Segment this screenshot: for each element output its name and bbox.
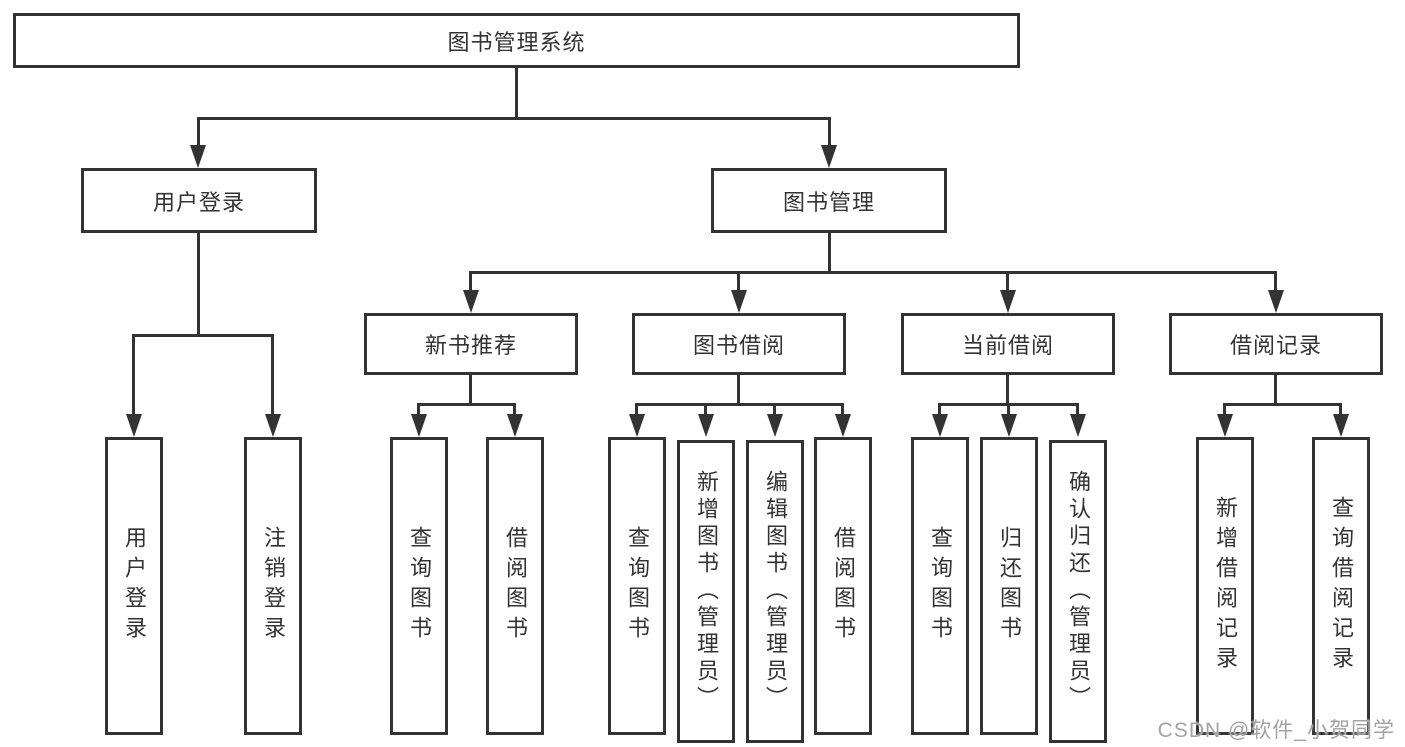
node-current-borrowing: 当前借阅	[901, 313, 1115, 375]
node-label: 当前借阅	[961, 333, 1054, 358]
arrowhead-down-icon	[507, 414, 523, 437]
connector-line	[417, 403, 420, 415]
connector-line	[271, 334, 274, 415]
connector-line	[773, 403, 776, 415]
csdn-watermark: CSDN @软件_小贺同学	[1157, 719, 1395, 742]
connector-line	[515, 68, 518, 120]
connector-line	[841, 403, 844, 415]
node-query-books-3: 查询图书	[911, 437, 969, 735]
node-label: 借阅图书	[503, 526, 528, 646]
node-logout: 注销登录	[244, 437, 302, 735]
node-edit-books-admin: 编辑图书（管理员）	[746, 440, 804, 743]
arrowhead-down-icon	[629, 414, 645, 437]
arrowhead-down-icon	[126, 414, 142, 437]
connector-line	[828, 233, 831, 274]
connector-line	[938, 403, 941, 415]
node-label: 查询图书	[625, 526, 650, 646]
node-borrow-books-1: 借阅图书	[486, 437, 544, 735]
arrowhead-down-icon	[1001, 414, 1017, 437]
arrowhead-down-icon	[265, 414, 281, 437]
node-book-management: 图书管理	[711, 168, 947, 233]
node-add-borrow-record: 新增借阅记录	[1196, 437, 1254, 735]
node-user-login: 用户登录	[105, 437, 163, 735]
connector-line	[1223, 403, 1342, 406]
connector-line	[1006, 375, 1009, 406]
arrowhead-down-icon	[698, 414, 714, 437]
node-label: 用户登录	[122, 526, 147, 646]
arrowhead-down-icon	[1333, 414, 1349, 437]
connector-line	[197, 117, 831, 120]
node-user-login-group: 用户登录	[81, 168, 317, 233]
arrowhead-down-icon	[835, 414, 851, 437]
connector-line	[469, 375, 472, 406]
node-query-borrow-record: 查询借阅记录	[1312, 437, 1370, 735]
connector-line	[828, 117, 831, 145]
node-label: 确认归还（管理员）	[1066, 470, 1091, 713]
node-label: 注销登录	[261, 526, 286, 646]
connector-line	[417, 403, 516, 406]
node-return-books: 归还图书	[980, 437, 1038, 735]
node-label: 图书管理	[782, 189, 875, 215]
connector-line	[132, 334, 274, 337]
arrowhead-down-icon	[1268, 290, 1284, 313]
connector-line	[737, 375, 740, 406]
arrowhead-down-icon	[932, 414, 948, 437]
node-label: 新增图书（管理员）	[694, 470, 719, 713]
node-label: 图书管理系统	[447, 29, 586, 55]
node-book-borrowing: 图书借阅	[632, 313, 846, 375]
node-label: 新书推荐	[424, 333, 517, 358]
connector-line	[1076, 403, 1079, 415]
node-label: 归还图书	[997, 526, 1022, 646]
arrowhead-down-icon	[1070, 414, 1086, 437]
connector-line	[1007, 403, 1010, 415]
connector-line	[1339, 403, 1342, 415]
arrowhead-down-icon	[731, 290, 747, 313]
connector-line	[1006, 271, 1009, 291]
arrowhead-down-icon	[1000, 290, 1016, 313]
arrowhead-down-icon	[821, 145, 837, 168]
node-library-management-system: 图书管理系统	[13, 13, 1020, 68]
connector-line	[737, 271, 740, 291]
node-label: 用户登录	[152, 189, 245, 215]
node-borrow-books-2: 借阅图书	[814, 437, 872, 735]
node-borrowing-records: 借阅记录	[1169, 313, 1383, 375]
connector-line	[704, 403, 707, 415]
connector-line	[1274, 375, 1277, 406]
arrowhead-down-icon	[411, 414, 427, 437]
node-label: 新增借阅记录	[1213, 496, 1238, 676]
connector-line	[197, 117, 200, 145]
node-label: 查询图书	[928, 526, 953, 646]
arrowhead-down-icon	[1217, 414, 1233, 437]
connector-line	[513, 403, 516, 415]
node-confirm-return-admin: 确认归还（管理员）	[1049, 440, 1107, 743]
connector-line	[635, 403, 844, 406]
connector-line	[469, 271, 1277, 274]
arrowhead-down-icon	[463, 290, 479, 313]
arrowhead-down-icon	[767, 414, 783, 437]
connector-line	[1274, 271, 1277, 291]
node-label: 图书借阅	[692, 333, 785, 358]
node-label: 借阅记录	[1229, 333, 1322, 358]
connector-line	[197, 233, 200, 337]
node-query-books-2: 查询图书	[608, 437, 666, 735]
node-label: 编辑图书（管理员）	[763, 470, 788, 713]
connector-line	[132, 334, 135, 415]
node-label: 查询图书	[407, 526, 432, 646]
node-label: 借阅图书	[831, 526, 856, 646]
arrowhead-down-icon	[190, 145, 206, 168]
connector-line	[1223, 403, 1226, 415]
connector-line	[635, 403, 638, 415]
node-new-book-recommend: 新书推荐	[364, 313, 578, 375]
connector-line	[469, 271, 472, 291]
node-add-books-admin: 新增图书（管理员）	[677, 440, 735, 743]
node-query-books-1: 查询图书	[390, 437, 448, 735]
node-label: 查询借阅记录	[1329, 496, 1354, 676]
